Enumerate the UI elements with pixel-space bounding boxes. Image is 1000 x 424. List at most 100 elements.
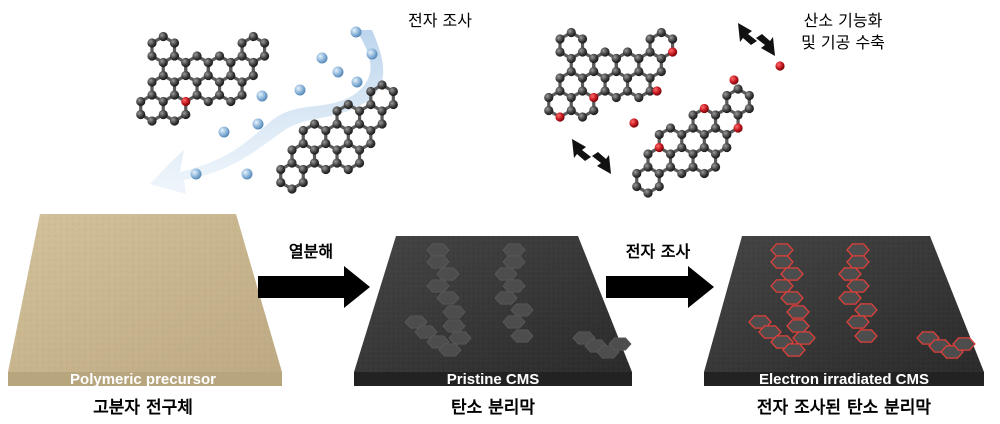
carbon-atom bbox=[226, 70, 236, 81]
carbon-atom bbox=[287, 184, 297, 194]
graphitic-cell bbox=[846, 243, 870, 257]
carbon-atom bbox=[214, 77, 225, 87]
carbon-atom bbox=[566, 92, 576, 103]
oxygen-atom bbox=[629, 118, 639, 128]
electron bbox=[256, 90, 268, 102]
carbon-atom bbox=[276, 177, 286, 188]
carbon-atom bbox=[555, 47, 565, 57]
carbon-atom bbox=[555, 73, 565, 83]
carbon-atom bbox=[237, 90, 247, 100]
carbon-atom bbox=[354, 158, 365, 168]
electron bbox=[366, 48, 378, 60]
carbon-atom bbox=[656, 66, 666, 77]
oxygen-atom bbox=[775, 61, 785, 71]
carbon-atom bbox=[665, 149, 676, 159]
carbon-atom bbox=[354, 119, 365, 129]
carbon-atom bbox=[377, 119, 387, 129]
carbon-atom bbox=[388, 86, 398, 97]
graphitic-cell bbox=[510, 329, 534, 343]
carbon-atom bbox=[237, 38, 247, 48]
slab-polymeric-precursor: Polymeric precursor bbox=[8, 214, 282, 388]
molecule-left bbox=[136, 31, 398, 194]
carbon-atom bbox=[622, 73, 633, 83]
graphitic-cell bbox=[770, 255, 794, 269]
carbon-atom bbox=[643, 188, 653, 198]
carbon-atom bbox=[589, 53, 599, 64]
graphitic-cell bbox=[854, 329, 878, 343]
carbon-atom bbox=[677, 129, 687, 140]
carbon-atom bbox=[298, 177, 308, 188]
carbon-atom bbox=[237, 77, 247, 87]
carbon-atom bbox=[321, 138, 331, 149]
carbon-atom bbox=[203, 70, 213, 81]
carbon-atom bbox=[656, 53, 666, 64]
carbon-atom bbox=[158, 70, 168, 81]
carbon-atom bbox=[309, 119, 320, 129]
carbon-atom bbox=[169, 116, 180, 126]
carbon-atom bbox=[577, 47, 588, 57]
carbon-atom bbox=[733, 110, 743, 120]
pyrolysis-label: 열분해 bbox=[289, 242, 333, 261]
carbon-atom bbox=[566, 66, 576, 77]
graphitic-cell bbox=[608, 337, 632, 351]
graphitic-cell bbox=[786, 305, 810, 319]
carbon-atom bbox=[688, 110, 698, 120]
carbon-atom bbox=[203, 57, 213, 68]
carbon-atom bbox=[248, 70, 258, 81]
carbon-atom bbox=[710, 123, 721, 133]
carbon-atom bbox=[321, 164, 331, 175]
carbon-atom bbox=[366, 125, 376, 136]
caption-oxygen-functionalization: 산소 기능화 bbox=[804, 11, 883, 30]
graphitic-cell bbox=[502, 279, 526, 293]
carbon-atom bbox=[158, 96, 168, 107]
carbon-atom bbox=[377, 80, 387, 90]
carbon-atom bbox=[181, 70, 191, 81]
carbon-atom bbox=[688, 123, 698, 133]
oxygen-atom bbox=[733, 123, 743, 133]
carbon-atom bbox=[169, 51, 180, 61]
graphitic-cell bbox=[838, 267, 862, 281]
carbon-atom bbox=[589, 66, 599, 77]
carbon-atom bbox=[654, 168, 664, 179]
slab-pristine-cms: Pristine CMS bbox=[354, 236, 632, 388]
electron bbox=[332, 66, 344, 78]
carbon-atom bbox=[544, 105, 554, 116]
carbon-atom bbox=[248, 57, 258, 68]
carbon-atom bbox=[710, 162, 721, 172]
carbon-atom bbox=[634, 53, 644, 64]
carbon-atom bbox=[645, 47, 655, 57]
carbon-atom bbox=[377, 106, 387, 116]
carbon-atom bbox=[577, 73, 588, 83]
graphitic-cell bbox=[792, 331, 816, 345]
carbon-atom bbox=[259, 51, 270, 61]
pore-arrows-top bbox=[738, 23, 775, 56]
carbon-atom bbox=[354, 106, 365, 116]
carbon-atom bbox=[577, 86, 588, 96]
oxygen-atom bbox=[667, 47, 678, 57]
irradiation-label: 전자 조사 bbox=[626, 242, 691, 261]
graphitic-cell bbox=[854, 303, 878, 317]
slab-label-pristine: Pristine CMS bbox=[447, 371, 540, 388]
carbon-atom bbox=[600, 86, 610, 96]
carbon-atom bbox=[388, 99, 398, 110]
graphitic-domains bbox=[404, 243, 632, 359]
graphitic-cell bbox=[494, 291, 518, 305]
carbon-atom bbox=[169, 90, 180, 100]
carbon-atom bbox=[654, 129, 664, 140]
electron bbox=[252, 118, 264, 130]
carbon-atom bbox=[366, 138, 376, 149]
pyrolysis-arrow bbox=[258, 266, 370, 308]
carbon-atom bbox=[645, 34, 655, 44]
carbon-atom bbox=[667, 34, 678, 44]
carbon-atom bbox=[147, 51, 157, 61]
carbon-atom bbox=[645, 86, 655, 96]
carbon-atom bbox=[699, 142, 709, 153]
graphitic-cell bbox=[846, 255, 870, 269]
carbon-atom bbox=[298, 164, 308, 175]
caption-irradiated: 전자 조사된 탄소 분리막 bbox=[757, 398, 932, 418]
graphitic-cell bbox=[952, 337, 976, 351]
carbon-atom bbox=[169, 77, 180, 87]
carbon-atom bbox=[577, 112, 588, 122]
graphitic-cell bbox=[846, 315, 870, 329]
